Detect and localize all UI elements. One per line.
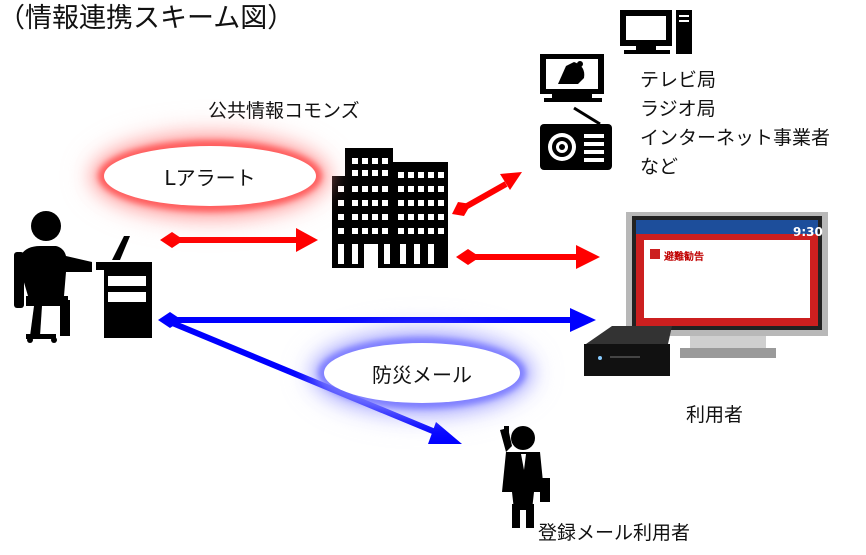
bousai-mail-label: 防災メール bbox=[372, 362, 472, 387]
businessman-phone-icon bbox=[500, 426, 550, 528]
lalert-arrow-to-commons bbox=[160, 228, 318, 252]
user-label: 利用者 bbox=[686, 404, 744, 426]
tv-screen-time: 9:30 bbox=[793, 225, 823, 239]
lalert-pill: Lアラート bbox=[104, 146, 316, 206]
commons-label: 公共情報コモンズ bbox=[208, 100, 360, 122]
office-worker-icon bbox=[14, 211, 152, 343]
monitor-icon bbox=[620, 10, 692, 54]
bousai-mail-pill: 防災メール bbox=[324, 343, 520, 403]
lalert-label: Lアラート bbox=[164, 165, 256, 190]
office-building-icon bbox=[332, 148, 448, 268]
media-label-etc: など bbox=[640, 156, 679, 178]
mail-arrow-to-registered-user bbox=[168, 319, 462, 444]
diagram-title: （情報連携スキーム図） bbox=[0, 3, 295, 34]
radio-icon bbox=[540, 106, 612, 170]
media-label-tv: テレビ局 bbox=[640, 69, 717, 91]
television-icon bbox=[626, 212, 828, 358]
media-label-radio: ラジオ局 bbox=[640, 98, 716, 120]
media-labels: テレビ局 ラジオ局 インターネット事業者 など bbox=[640, 66, 830, 182]
commons-arrow-to-media bbox=[452, 172, 522, 216]
media-label-internet: インターネット事業者 bbox=[640, 127, 831, 149]
registered-user-label: 登録メール利用者 bbox=[538, 522, 691, 544]
set-top-box-icon bbox=[584, 326, 672, 376]
mail-arrow-to-user bbox=[158, 308, 596, 332]
tv-screen-headline: 避難勧告 bbox=[664, 252, 704, 263]
commons-arrow-to-user bbox=[456, 245, 600, 269]
tv-broadcast-icon bbox=[540, 54, 604, 102]
